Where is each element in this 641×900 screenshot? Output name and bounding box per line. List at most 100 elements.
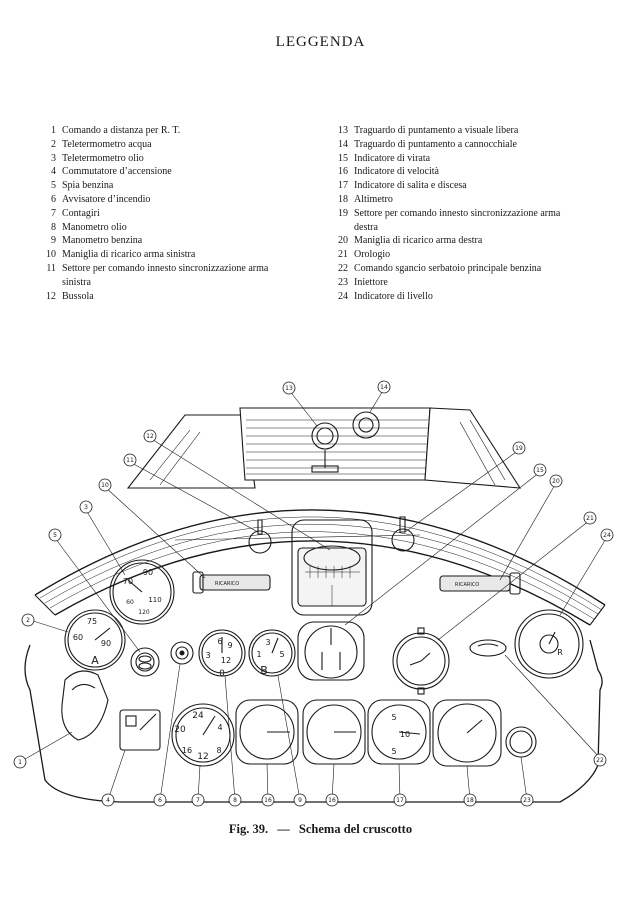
callout-number: 1	[18, 759, 22, 766]
dial-numeral: B	[260, 664, 268, 677]
oil-pressure-gauge	[198, 629, 246, 677]
left-recharge-handle	[199, 574, 271, 591]
legend-item-number: 16	[338, 166, 348, 178]
callout-circle	[21, 613, 35, 627]
airspeed-indicator	[235, 699, 299, 765]
legend-item-text: Maniglia di ricarico arma destra	[354, 235, 483, 247]
legend-item-text: Settore per comando innesto sincronizzaz…	[354, 207, 561, 219]
fire-warning	[170, 641, 194, 665]
dial-numeral: 90	[143, 568, 153, 577]
callout-circle	[261, 793, 275, 807]
dial-numeral: 120	[138, 609, 150, 616]
legend-item-number: 24	[338, 290, 348, 302]
legend-title: LEGGENDA	[275, 34, 366, 50]
legend-item-number: 1	[51, 125, 56, 136]
callout-circle	[549, 474, 563, 488]
dial-numeral: 110	[148, 596, 161, 604]
legend-item-number: 7	[51, 207, 56, 219]
legend-item-text: Spia benzina	[62, 180, 114, 192]
legend-item-number: 4	[51, 166, 56, 178]
dial-numeral: 8	[216, 746, 221, 755]
callout-number: 24	[603, 532, 611, 539]
tank-release-control	[469, 639, 507, 657]
callout-number: 12	[146, 433, 154, 440]
legend-item-continuation: sinistra	[62, 276, 91, 288]
legend-item-text: Maniglia di ricarico arma sinistra	[62, 249, 196, 261]
legend-item: 5 Spia benzina	[38, 179, 328, 193]
legend-item: 3 Teletermometro olio	[38, 152, 328, 166]
injector	[505, 726, 537, 758]
legend-item-number: 6	[51, 193, 56, 205]
caption-dash: —	[277, 822, 290, 836]
callout-number: 20	[552, 478, 560, 485]
callout-number: 9	[298, 797, 302, 804]
dial-numeral: 60	[126, 599, 134, 606]
right-handle-label: RICARICO	[455, 582, 479, 588]
altimeter	[432, 699, 502, 767]
figure-number: Fig. 39.	[228, 822, 269, 836]
legend-item-number: 17	[338, 180, 348, 192]
callout-circle	[520, 793, 534, 807]
callout-number: 22	[596, 757, 604, 764]
legend-item-number: 15	[338, 152, 348, 164]
rt-remote-control	[61, 670, 109, 741]
callout-circle	[98, 478, 112, 492]
legend-item-text: Indicatore di velocità	[354, 166, 439, 178]
fuel-pressure-gauge	[248, 629, 296, 677]
dial-numeral: R	[557, 648, 563, 657]
dial-numeral: 12	[221, 656, 231, 665]
legend-item-text: Teletermometro olio	[62, 152, 144, 164]
legend-item-text: Comando a distanza per R. T.	[62, 125, 181, 136]
dial-numeral: 5	[279, 650, 284, 659]
caption-text: Schema del cruscotto	[298, 822, 413, 836]
legend-item-number: 5	[51, 180, 56, 192]
legend-item-number: 8	[51, 221, 56, 233]
legend-item-text: Traguardo di puntamento a visuale libera	[354, 125, 519, 136]
legend-item-text: Avvisatore d’incendio	[62, 193, 151, 205]
legend-item-number: 9	[51, 235, 56, 247]
callout-circle	[593, 753, 607, 767]
dial-numeral: 24	[192, 711, 204, 721]
fuel-warning-light	[130, 647, 160, 677]
turn-indicator	[297, 621, 365, 681]
dial-numeral: 12	[197, 752, 208, 762]
callout-number: 21	[586, 515, 594, 522]
legend-item-text: Settore per comando innesto sincronizzaz…	[62, 262, 269, 274]
callout-circle	[48, 528, 62, 542]
callout-circle	[228, 793, 242, 807]
callout-circle	[79, 500, 93, 514]
legend-item: 18 Altimetro	[330, 193, 610, 207]
legend-item-number: 20	[338, 235, 348, 247]
legend-item: 6 Avvisatore d’incendio	[38, 193, 328, 207]
dial-numeral: 16	[182, 746, 192, 755]
legend-item-number: 18	[338, 193, 348, 205]
airspeed-indicator-2	[302, 699, 366, 765]
dial-numeral: 60	[73, 633, 83, 642]
legend-item-text: Altimetro	[354, 193, 393, 205]
callout-circle	[123, 453, 137, 467]
dial-numeral: 90	[101, 639, 111, 648]
legend-item-number: 3	[51, 152, 56, 164]
legend-item-number: 2	[51, 138, 56, 150]
callout-number: 16	[328, 797, 336, 804]
legend-item-text: Commutatore d’accensione	[62, 166, 172, 178]
callout-circle	[282, 381, 296, 395]
callout-circle	[377, 380, 391, 394]
callout-number: 6	[158, 797, 162, 804]
callout-number: 15	[536, 467, 544, 474]
legend-item: 16 Indicatore di velocità	[330, 165, 610, 179]
legend-item: 4 Commutatore d’accensione	[38, 165, 328, 179]
callout-circle	[533, 463, 547, 477]
dial-numeral: 6	[217, 637, 222, 646]
callout-circle	[101, 793, 115, 807]
callout-circle	[325, 793, 339, 807]
callout-number: 7	[196, 797, 200, 804]
